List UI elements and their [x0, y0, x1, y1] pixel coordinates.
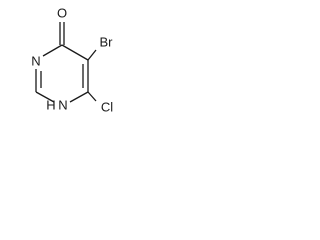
bond-c5-br	[87, 49, 97, 61]
molecule-structure-diagram: O Br Cl N N H	[31, 6, 114, 115]
bond-c6-cl	[87, 91, 97, 102]
atom-label-oxygen: O	[57, 6, 67, 21]
bond-n3-c4	[42, 44, 63, 57]
bond-c6-n1	[69, 91, 89, 103]
atom-label-bromine: Br	[100, 35, 114, 50]
bond-n1-c2	[35, 91, 55, 103]
atom-label-chlorine: Cl	[101, 100, 113, 115]
atom-label-hydrogen-nh: H	[46, 98, 55, 113]
atom-label-nitrogen-nh: N	[58, 98, 67, 113]
bond-c4-c5	[61, 44, 89, 61]
atom-label-nitrogen-top: N	[31, 54, 40, 69]
